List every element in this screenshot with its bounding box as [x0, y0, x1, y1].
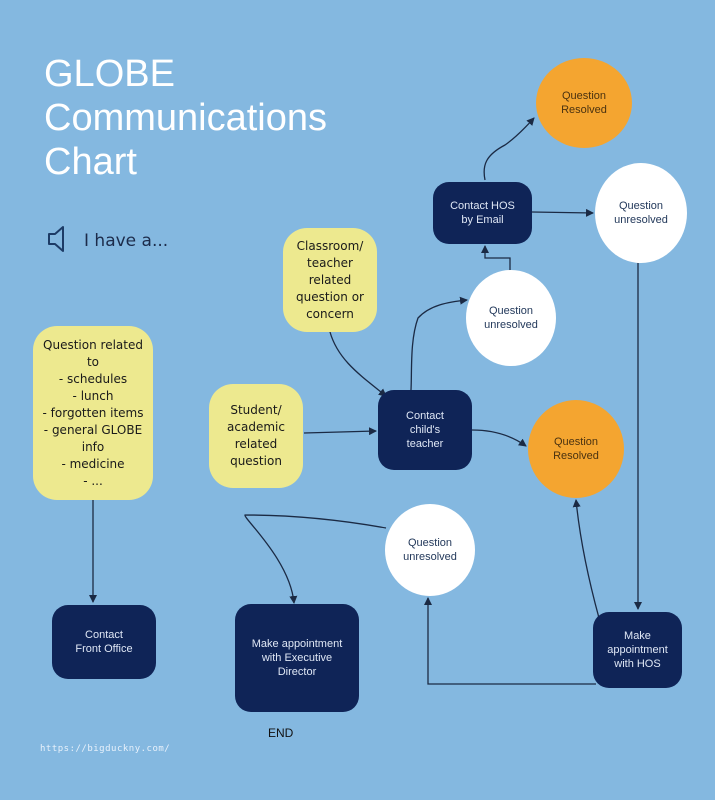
classroom-question-box: Classroom/ teacher related question or c…: [283, 228, 377, 332]
speaker-icon[interactable]: [46, 224, 72, 259]
arrow-hos-email-to-resolved-top: [483, 117, 535, 181]
contact-front-office-box: Contact Front Office: [52, 605, 156, 679]
arrow-hos-email-to-unresolved-top: [531, 208, 594, 217]
make-appt-hos-box: Make appointment with HOS: [593, 612, 682, 688]
make-appt-hos-label: Make appointment with HOS: [607, 630, 668, 670]
student-question-box: Student/ academic related question: [209, 384, 303, 488]
title-line-3: Chart: [44, 141, 137, 183]
arrow-hos-appt-to-unresolved-low: [424, 597, 596, 685]
make-appt-exec-box: Make appointment with Executive Director: [235, 604, 359, 712]
unresolved-low-label: Question unresolved: [403, 537, 457, 563]
general-question-label: Question related to - schedules - lunch …: [42, 337, 144, 488]
unresolved-top-right-circle: Question unresolved: [595, 163, 687, 263]
arrow-teacher-to-unresolved-mid: [410, 296, 468, 391]
contact-teacher-label: Contact child's teacher: [406, 410, 444, 450]
intro-text: I have a...: [84, 231, 169, 251]
resolved-mid-label: Question Resolved: [553, 436, 599, 462]
unresolved-mid-label: Question unresolved: [484, 305, 538, 331]
title-line-2: Communications: [44, 97, 327, 139]
footer-url[interactable]: https://bigduckny.com/: [40, 744, 171, 754]
contact-hos-email-label: Contact HOS by Email: [450, 200, 515, 226]
contact-teacher-box: Contact child's teacher: [378, 390, 472, 470]
classroom-question-label: Classroom/ teacher related question or c…: [296, 238, 364, 321]
arrow-hos-appt-to-resolved-mid: [572, 499, 600, 619]
resolved-top-circle: Question Resolved: [536, 58, 632, 148]
chart-title: GLOBE Communications Chart: [44, 52, 327, 184]
arrow-classroom-to-teacher: [329, 331, 387, 397]
end-label: END: [268, 726, 294, 740]
arrow-teacher-to-resolved-mid: [471, 429, 527, 447]
arrow-unresolved-mid-to-hos-email: [481, 245, 511, 270]
contact-front-office-label: Contact Front Office: [75, 629, 133, 655]
resolved-top-label: Question Resolved: [561, 90, 607, 116]
arrow-student-to-teacher: [303, 427, 377, 436]
unresolved-mid-circle: Question unresolved: [466, 270, 556, 366]
title-line-1: GLOBE: [44, 53, 175, 95]
resolved-mid-circle: Question Resolved: [528, 400, 624, 498]
make-appt-exec-label: Make appointment with Executive Director: [251, 638, 343, 678]
student-question-label: Student/ academic related question: [227, 403, 285, 468]
general-question-box: Question related to - schedules - lunch …: [33, 326, 153, 500]
intro-row: I have a...: [46, 224, 169, 259]
unresolved-low-circle: Question unresolved: [385, 504, 475, 596]
arrow-unresolved-low-to-exec: [244, 514, 387, 604]
contact-hos-email-box: Contact HOS by Email: [433, 182, 532, 244]
unresolved-top-right-label: Question unresolved: [614, 200, 668, 226]
